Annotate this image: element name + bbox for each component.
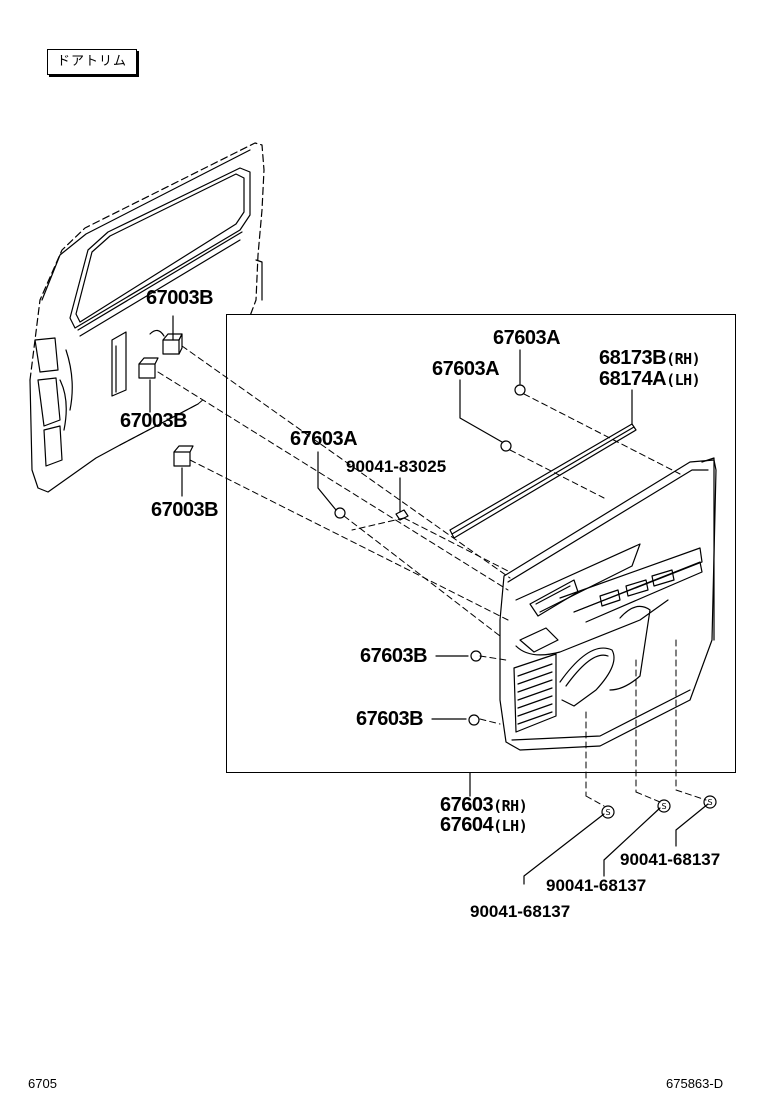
part-label-panel-lh: 67604(LH) <box>440 814 528 837</box>
svg-text:S: S <box>661 802 666 811</box>
weatherstrip-shape <box>449 423 637 539</box>
part-label-weatherstrip-lh: 68174A(LH) <box>599 368 701 391</box>
section-title: ドアトリム <box>47 49 137 75</box>
panel-lh-number: 67604 <box>440 814 494 836</box>
door-trim-panel <box>499 457 717 751</box>
screw-symbols <box>601 795 717 819</box>
assembly-frame <box>226 314 736 773</box>
weatherstrip-rh-side: (RH) <box>666 350 701 368</box>
part-label-bolt-left: 67603A <box>290 428 358 450</box>
part-label-bolt-mid: 67603A <box>432 358 500 380</box>
part-label-weatherstrip-rh: 68173B(RH) <box>599 347 701 370</box>
part-label-clip-a: 67003B <box>146 287 214 309</box>
part-label-screw-3: 90041-68137 <box>470 902 571 921</box>
part-label-bolt-b2: 67603B <box>356 708 424 730</box>
part-label-panel-rh: 67603(RH) <box>440 794 528 817</box>
svg-text:S: S <box>605 808 610 817</box>
panel-rh-side: (RH) <box>493 797 528 815</box>
leader-lines <box>149 315 709 885</box>
clip-shapes <box>138 329 194 467</box>
part-label-clip-b: 67003B <box>120 410 188 432</box>
svg-text:S: S <box>707 798 712 807</box>
bolt-markers <box>334 384 526 726</box>
weatherstrip-lh-side: (LH) <box>666 371 701 389</box>
panel-lh-side: (LH) <box>493 817 528 835</box>
part-label-clip-c: 67003B <box>151 499 219 521</box>
part-label-screw-2: 90041-68137 <box>546 876 647 895</box>
drawing-code: 675863-D <box>666 1076 724 1091</box>
part-label-screw-83025: 90041-83025 <box>346 457 447 476</box>
weatherstrip-lh-number: 68174A <box>599 368 667 390</box>
part-label-screw-1: 90041-68137 <box>620 850 721 869</box>
part-label-bolt-top: 67603A <box>493 327 561 349</box>
weatherstrip-rh-number: 68173B <box>599 347 667 369</box>
door-frame-outline <box>29 142 265 493</box>
panel-rh-number: 67603 <box>440 794 494 816</box>
part-label-bolt-b1: 67603B <box>360 645 428 667</box>
page-code: 6705 <box>28 1076 57 1091</box>
dashed-projection-lines <box>119 345 707 807</box>
